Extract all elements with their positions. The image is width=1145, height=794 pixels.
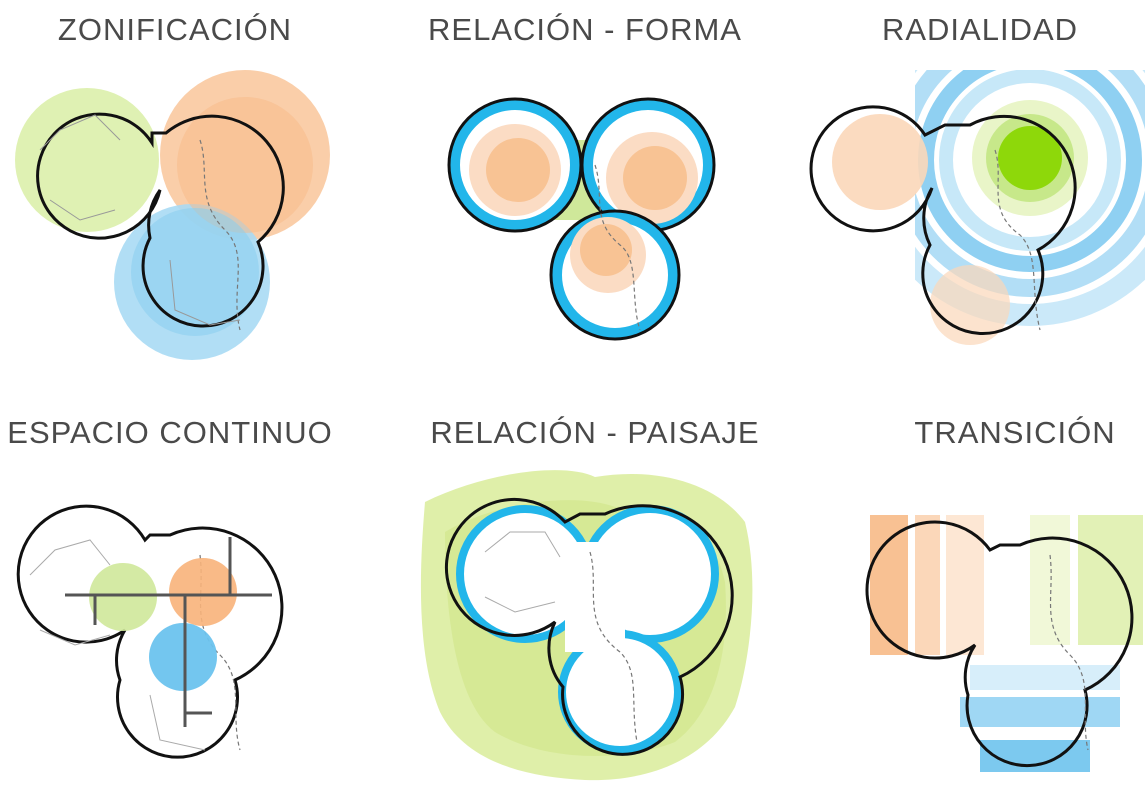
transition-bands-green [1030, 515, 1143, 645]
title-relacion-forma: RELACIÓN - FORMA [428, 12, 742, 47]
building-outline-radial [809, 105, 1077, 335]
zone-orange-continuo [169, 558, 237, 626]
title-zonificacion: ZONIFICACIÓN [57, 12, 293, 47]
ring-right [580, 97, 716, 233]
diagram-transicion [860, 495, 1145, 785]
title-transicion: TRANSICIÓN [914, 415, 1116, 450]
diagram-zonificacion [0, 70, 360, 390]
axis-lines [65, 537, 272, 727]
ring-left [447, 97, 583, 233]
title-radialidad: RADIALIDAD [881, 12, 1079, 47]
diagram-relacion-paisaje [415, 462, 760, 787]
diagram-radialidad [809, 70, 1145, 390]
zone-green [15, 88, 159, 232]
building-outline-continuo [16, 504, 284, 759]
zone-green-continuo [89, 563, 157, 631]
diagram-relacion-forma [430, 70, 750, 370]
transition-bands-orange [870, 515, 984, 655]
building-outline-paisaje [444, 497, 734, 756]
transition-bands-blue [960, 665, 1120, 772]
diagram-espacio-continuo [0, 495, 340, 785]
title-espacio-continuo: ESPACIO CONTINUO [7, 415, 333, 450]
ring-bottom [549, 209, 681, 341]
zone-blue-continuo [149, 623, 217, 691]
title-relacion-paisaje: RELACIÓN - PAISAJE [430, 415, 760, 450]
building-glow [456, 505, 719, 754]
building-outline-transicion [865, 520, 1134, 768]
building-outline [36, 112, 285, 331]
